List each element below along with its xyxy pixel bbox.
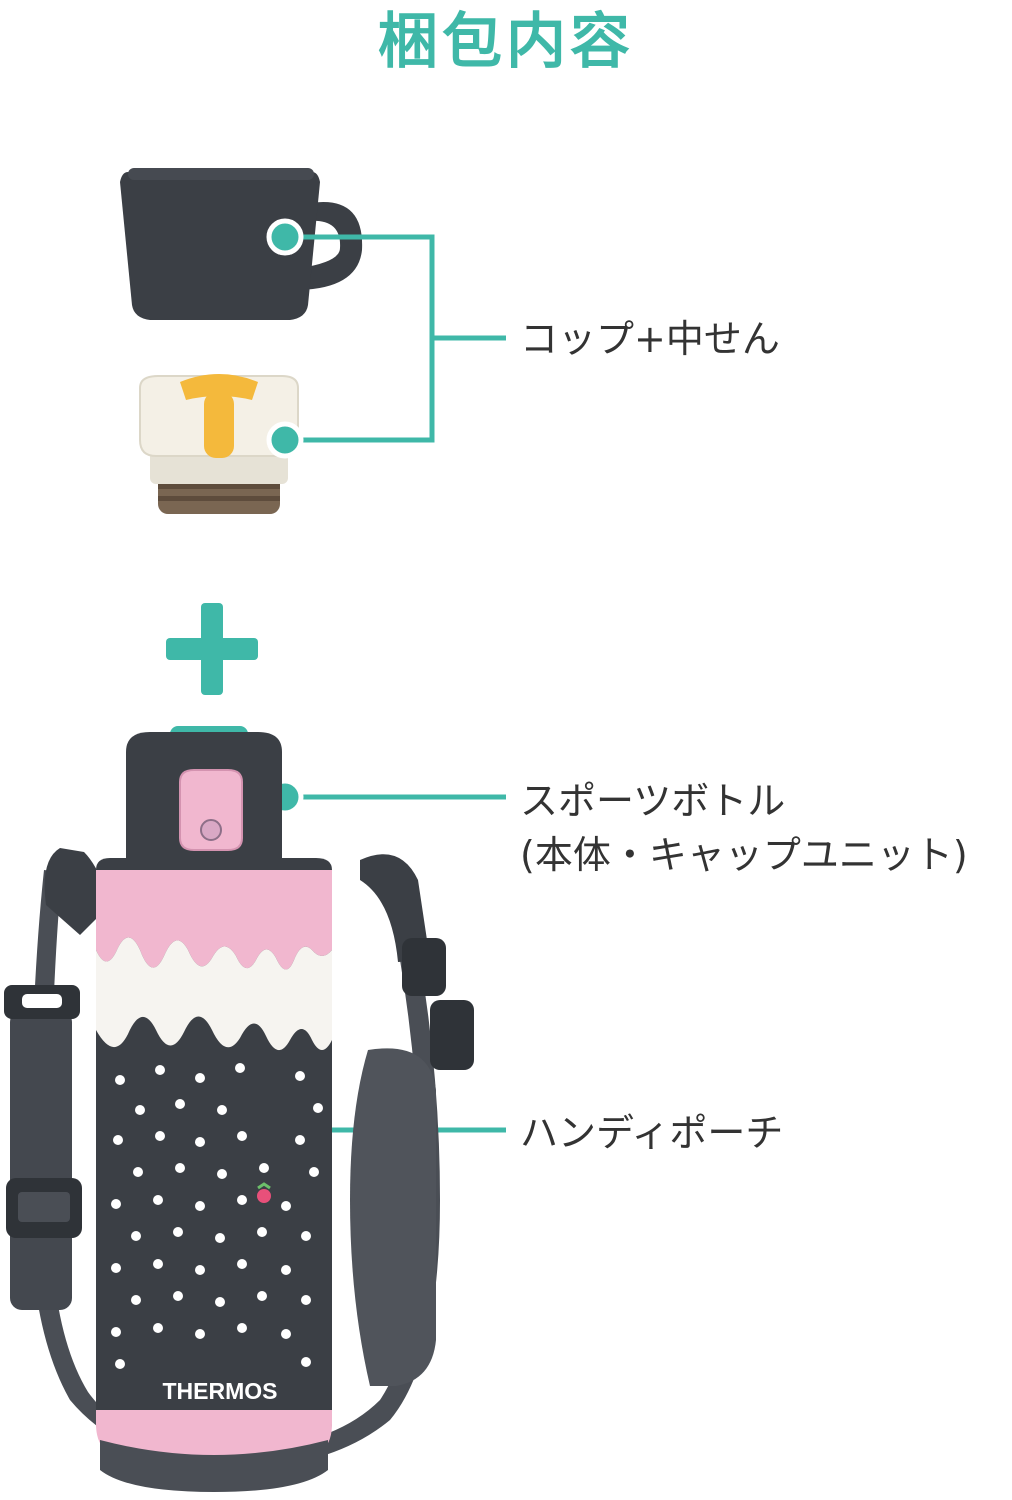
strap-hook-left bbox=[44, 848, 110, 935]
label-sports-bottle: スポーツボトル (本体・キャップユニット) bbox=[520, 774, 968, 882]
label-sports-bottle-line2: (本体・キャップユニット) bbox=[520, 833, 968, 877]
pouch-pink-base bbox=[96, 1410, 332, 1460]
pouch-white-drip bbox=[96, 937, 332, 1051]
cup-body bbox=[120, 172, 320, 320]
brand-logo-text: THERMOS bbox=[162, 1378, 278, 1404]
strawberry-icon bbox=[257, 1189, 271, 1203]
strap-right-pad bbox=[350, 1048, 436, 1386]
dot-cup bbox=[266, 218, 304, 256]
label-sports-bottle-line1: スポーツボトル bbox=[520, 779, 786, 823]
bottle-cap bbox=[126, 726, 282, 860]
pouch-pink-drip bbox=[96, 870, 332, 970]
stopper-valve bbox=[180, 374, 258, 400]
cap-lock-icon bbox=[200, 819, 222, 841]
strap-left-wide bbox=[10, 1010, 72, 1310]
strap-right-slider bbox=[402, 938, 446, 996]
strap-right-clip bbox=[430, 1000, 474, 1070]
plus-icon bbox=[166, 603, 258, 695]
label-cup-and-stopper: コップ+中せん bbox=[520, 317, 780, 361]
dot-stopper bbox=[266, 421, 304, 459]
cup-handle bbox=[300, 202, 363, 290]
cap-lid-button bbox=[179, 769, 243, 851]
strap-hook-right bbox=[360, 854, 430, 962]
cup-illustration bbox=[120, 168, 363, 320]
pouch-body bbox=[96, 858, 332, 1492]
stopper-illustration bbox=[139, 374, 299, 514]
shoulder-strap bbox=[4, 848, 474, 1470]
cup-rim bbox=[128, 168, 314, 180]
stopper-valve-stem bbox=[204, 392, 234, 458]
page-title: 梱包内容 bbox=[378, 7, 634, 77]
label-handy-pouch: ハンディポーチ bbox=[520, 1111, 784, 1155]
pouch-polka-dots bbox=[111, 1063, 323, 1369]
